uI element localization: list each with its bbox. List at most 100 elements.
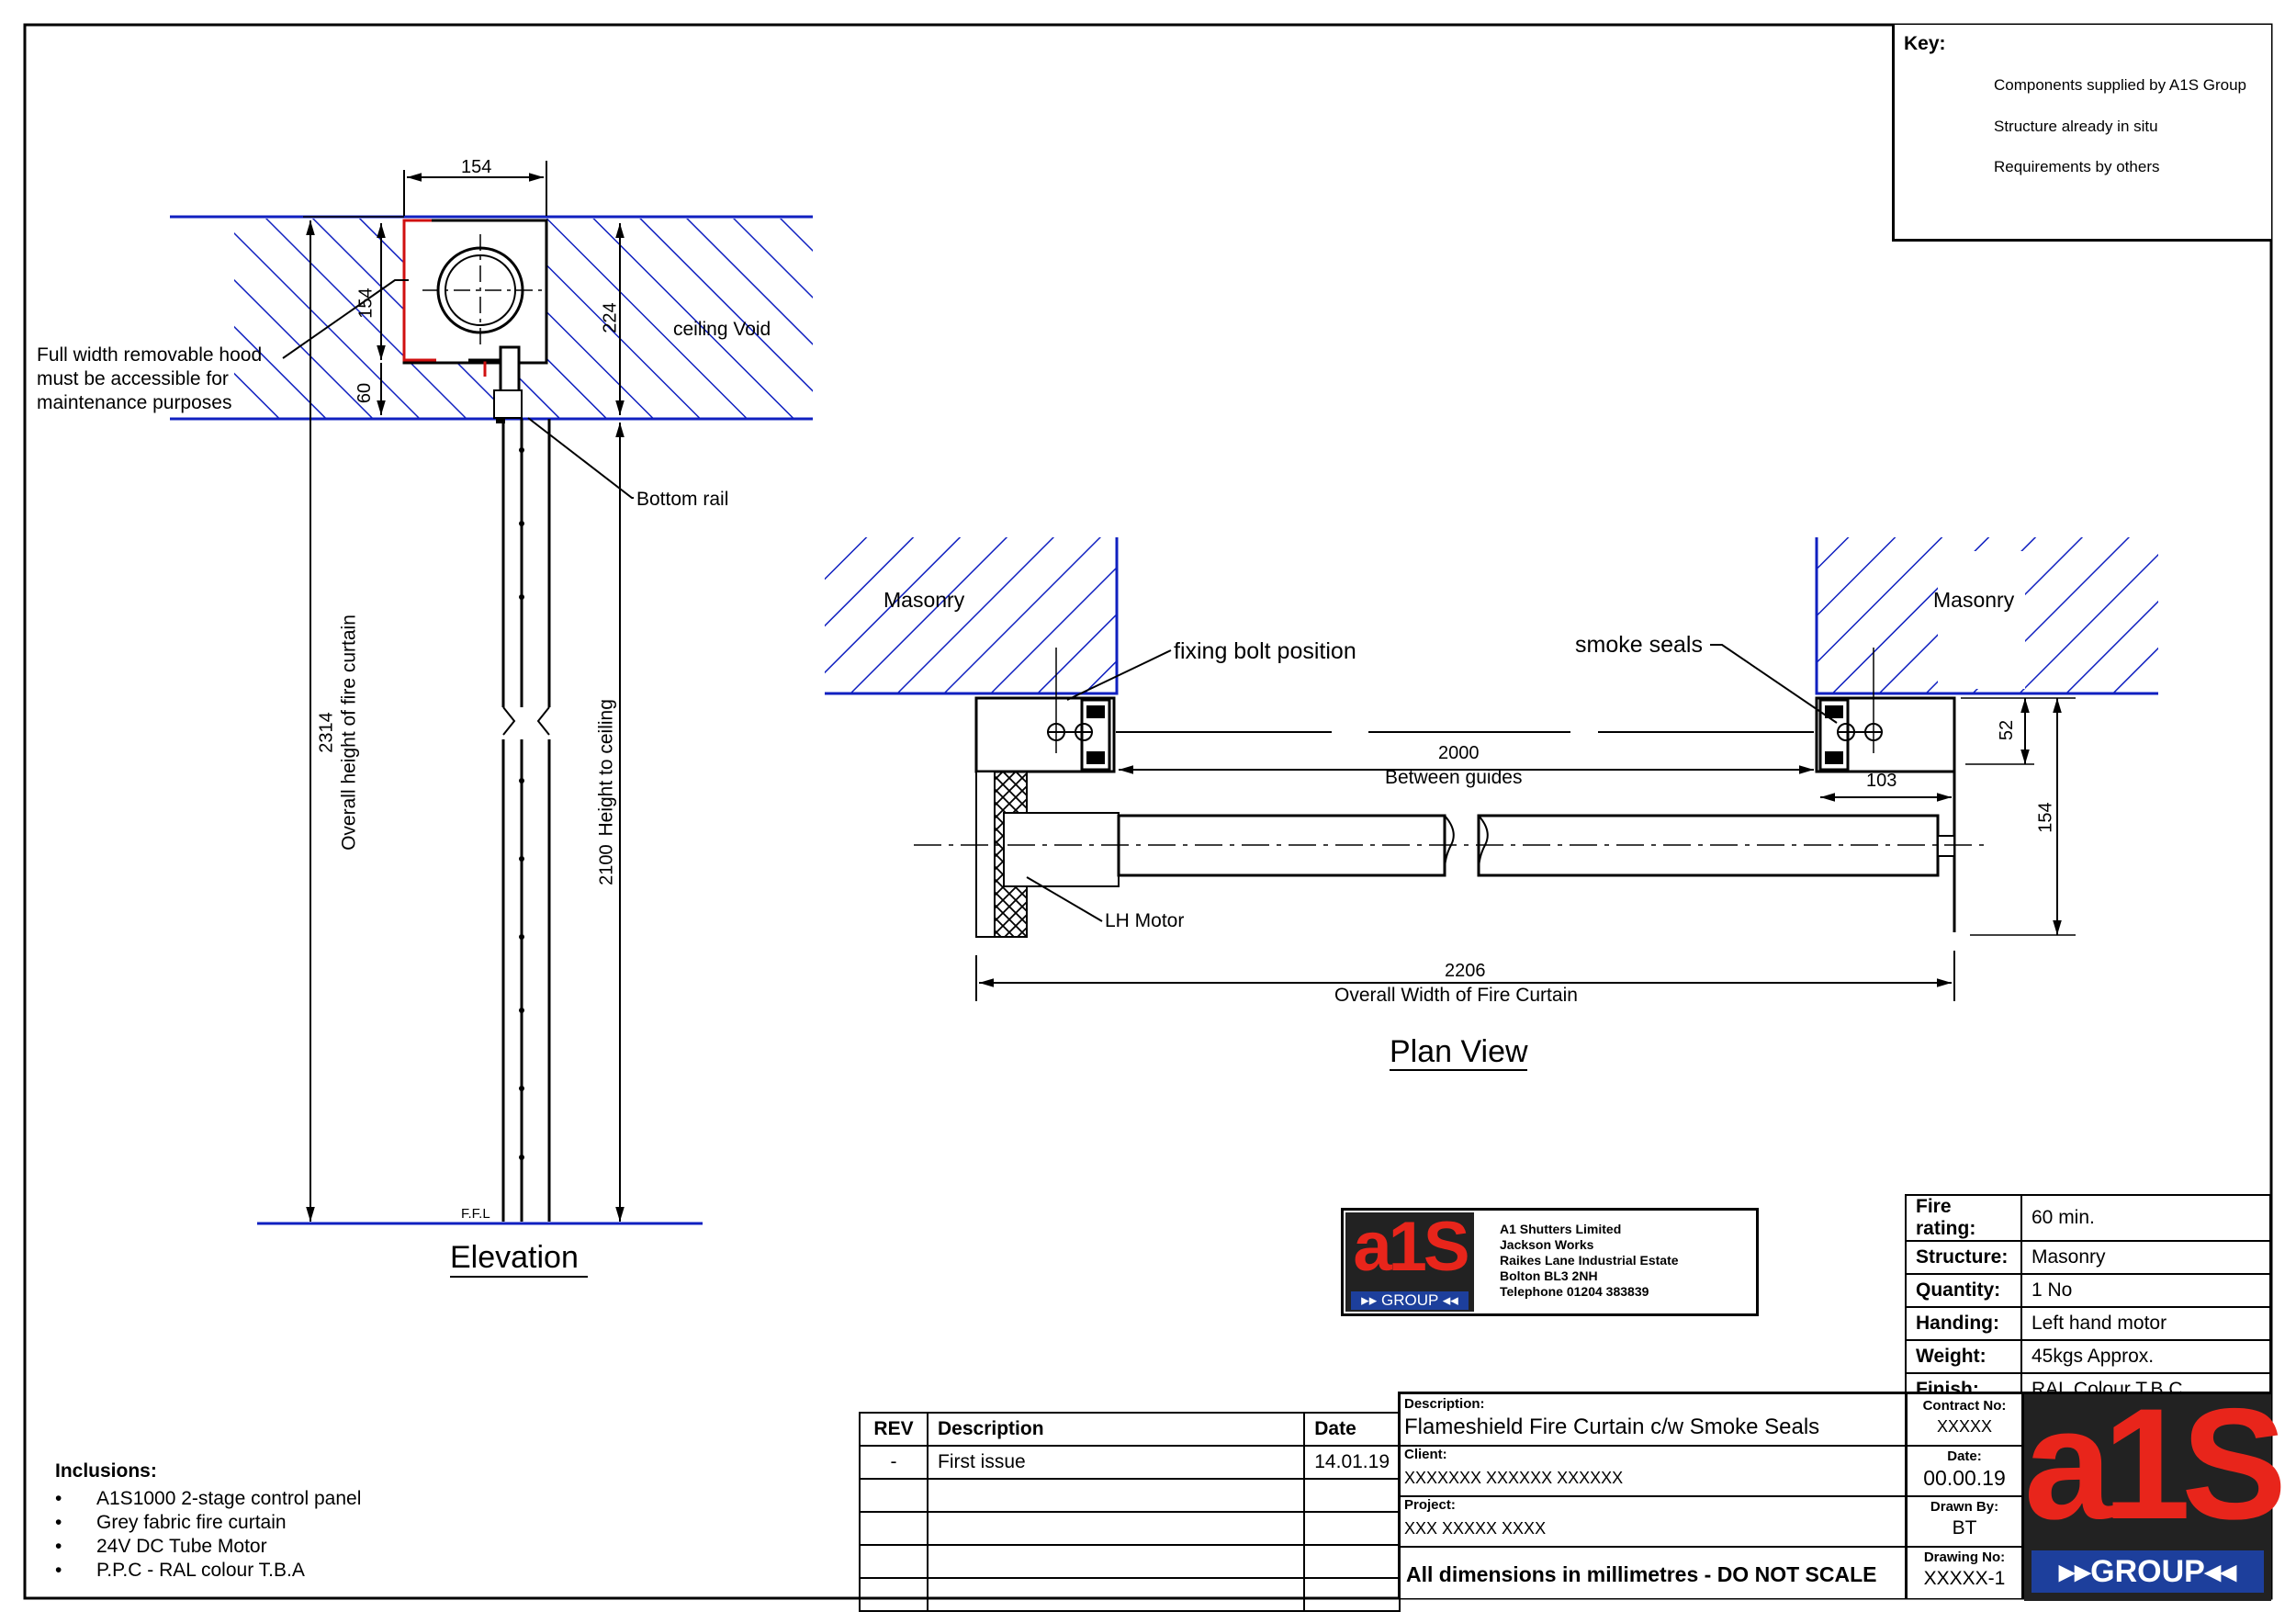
address-line: A1 Shutters Limited bbox=[1500, 1222, 1622, 1236]
address-line: Jackson Works bbox=[1500, 1237, 1594, 1252]
elevation-view bbox=[170, 161, 813, 1225]
contract-cell: Contract No: XXXXX bbox=[1908, 1394, 2021, 1447]
guide-dim-103: 103 bbox=[1866, 771, 1897, 791]
rev-cell bbox=[859, 1478, 929, 1513]
overall-width-label: Overall Width of Fire Curtain bbox=[1334, 985, 1578, 1006]
rev-cell: First issue bbox=[926, 1445, 1306, 1480]
hood-note-2: must be accessible for bbox=[37, 368, 229, 389]
key-item-black: Components supplied by A1S Group bbox=[1994, 76, 2247, 94]
plan-view-title: Plan View bbox=[1390, 1034, 1528, 1069]
contract-value: XXXXX bbox=[1936, 1417, 1993, 1436]
spec-value: 1 No bbox=[2020, 1273, 2271, 1308]
elevation-title: Elevation bbox=[450, 1240, 579, 1275]
fixing-bolt-label: fixing bolt position bbox=[1174, 638, 1356, 664]
title-block: Description: Flameshield Fire Curtain c/… bbox=[1398, 1392, 1908, 1598]
tube-right bbox=[1477, 814, 1940, 877]
rev-cell bbox=[859, 1511, 929, 1546]
overall-height-label: Overall height of fire curtain bbox=[338, 614, 360, 851]
inclusions-title: Inclusions: bbox=[55, 1460, 157, 1482]
small-logo-text: a1S bbox=[1353, 1208, 1469, 1286]
between-guides-value: 2000 bbox=[1438, 743, 1480, 763]
scale-note: All dimensions in millimetres - DO NOT S… bbox=[1406, 1562, 1877, 1586]
masonry-left-hatch bbox=[825, 537, 1117, 693]
spec-label: Handing: bbox=[1905, 1306, 2022, 1341]
date-cell: Date: 00.00.19 bbox=[1908, 1445, 2021, 1497]
company-logo-text: a1S bbox=[2024, 1376, 2287, 1552]
rev-cell bbox=[1303, 1478, 1401, 1513]
masonry-left-label: Masonry bbox=[884, 588, 965, 612]
drawn-value: BT bbox=[1952, 1517, 1977, 1538]
height-to-ceiling-label: Height to ceiling bbox=[595, 699, 617, 837]
overall-width-value: 2206 bbox=[1445, 961, 1486, 981]
spec-label: Weight: bbox=[1905, 1339, 2022, 1374]
project-value: XXX XXXXX XXXX bbox=[1404, 1519, 1547, 1538]
key-title: Key: bbox=[1904, 33, 1946, 54]
rev-header: Date bbox=[1303, 1412, 1401, 1447]
drawing-value: XXXXX-1 bbox=[1923, 1568, 2006, 1589]
drawing-no-cell: Drawing No: XXXXX-1 bbox=[1908, 1546, 2021, 1596]
description-label: Description: bbox=[1404, 1396, 1485, 1412]
inclusions-item: •A1S1000 2-stage control panel bbox=[55, 1488, 362, 1509]
drawing-label: Drawing No: bbox=[1923, 1550, 2006, 1565]
company-logo-band: ▸▸GROUP◂◂ bbox=[2032, 1550, 2264, 1593]
inclusions-item: •Grey fabric fire curtain bbox=[55, 1512, 287, 1533]
rev-cell bbox=[926, 1544, 1306, 1579]
key-box: Key: Components supplied by A1S Group St… bbox=[1892, 25, 2271, 242]
rev-cell bbox=[859, 1544, 929, 1579]
address-line: Telephone 01204 383839 bbox=[1500, 1284, 1649, 1299]
smoke-seals-label: smoke seals bbox=[1575, 632, 1703, 658]
client-value: XXXXXXX XXXXXX XXXXXX bbox=[1404, 1469, 1624, 1487]
client-cell: Client: XXXXXXX XXXXXX XXXXXX bbox=[1401, 1445, 1908, 1497]
spec-label: Structure: bbox=[1905, 1240, 2022, 1275]
rev-cell bbox=[926, 1511, 1306, 1546]
removable-hood bbox=[402, 219, 436, 362]
plan-view bbox=[825, 537, 2158, 1001]
bottom-rail-label: Bottom rail bbox=[636, 489, 729, 510]
lh-motor-label: LH Motor bbox=[1105, 910, 1185, 931]
dim-52: 52 bbox=[1997, 719, 2018, 741]
small-logo: a1S ▸▸ GROUP ◂◂ bbox=[1345, 1208, 1474, 1312]
date-value: 00.00.19 bbox=[1923, 1466, 2006, 1490]
key-item-blue: Structure already in situ bbox=[1994, 118, 2158, 135]
description-cell: Description: Flameshield Fire Curtain c/… bbox=[1401, 1394, 1908, 1447]
overall-height-dim: 2314 Overall height of fire curtain bbox=[316, 577, 360, 889]
height-to-ceiling-value: 2100 bbox=[596, 844, 617, 885]
rev-cell: 14.01.19 bbox=[1303, 1445, 1401, 1480]
inclusions-item: •P.P.C - RAL colour T.B.A bbox=[55, 1560, 305, 1581]
ffl-label: F.F.L bbox=[461, 1206, 490, 1222]
masonry-right-label: Masonry bbox=[1933, 588, 2015, 612]
dim-154-plan: 154 bbox=[2035, 802, 2056, 833]
rev-cell bbox=[1303, 1577, 1401, 1612]
dim-60: 60 bbox=[355, 382, 376, 404]
address-line: Raikes Lane Industrial Estate bbox=[1500, 1253, 1679, 1268]
address-line: Bolton BL3 2NH bbox=[1500, 1268, 1598, 1283]
rev-cell bbox=[926, 1577, 1306, 1612]
company-box: a1S ▸▸ GROUP ◂◂ A1 Shutters Limited Jack… bbox=[1341, 1208, 1759, 1316]
client-label: Client: bbox=[1404, 1447, 1447, 1462]
dim-224: 224 bbox=[600, 302, 621, 333]
height-to-ceiling-dim: 2100 Height to ceiling bbox=[595, 655, 617, 930]
date-label: Date: bbox=[1947, 1448, 1982, 1464]
rev-cell: - bbox=[859, 1445, 929, 1480]
project-cell: Project: XXX XXXXX XXXX bbox=[1401, 1495, 1908, 1548]
overall-height-value: 2314 bbox=[316, 712, 337, 753]
spec-value: Masonry bbox=[2020, 1240, 2271, 1275]
drawn-cell: Drawn By: BT bbox=[1908, 1495, 2021, 1548]
dim-box-height: 154 bbox=[355, 287, 377, 319]
key-item-green: Requirements by others bbox=[1994, 158, 2160, 175]
spec-label: Fire rating: bbox=[1905, 1194, 2022, 1242]
rev-cell bbox=[1303, 1544, 1401, 1579]
company-logo: a1S ▸▸GROUP◂◂ bbox=[2024, 1385, 2287, 1601]
dim-box-width: 154 bbox=[461, 157, 492, 177]
spec-value: Left hand motor bbox=[2020, 1306, 2271, 1341]
spec-label: Quantity: bbox=[1905, 1273, 2022, 1308]
company-address: A1 Shutters Limited Jackson Works Raikes… bbox=[1500, 1222, 1679, 1300]
rev-cell bbox=[926, 1478, 1306, 1513]
spec-value: 45kgs Approx. bbox=[2020, 1339, 2271, 1374]
drawn-label: Drawn By: bbox=[1930, 1499, 1999, 1515]
rev-header: REV bbox=[859, 1412, 929, 1447]
description-value: Flameshield Fire Curtain c/w Smoke Seals bbox=[1404, 1414, 1820, 1439]
hood-note-3: maintenance purposes bbox=[37, 392, 232, 413]
inclusions: Inclusions: •A1S1000 2-stage control pan… bbox=[55, 1460, 361, 1584]
